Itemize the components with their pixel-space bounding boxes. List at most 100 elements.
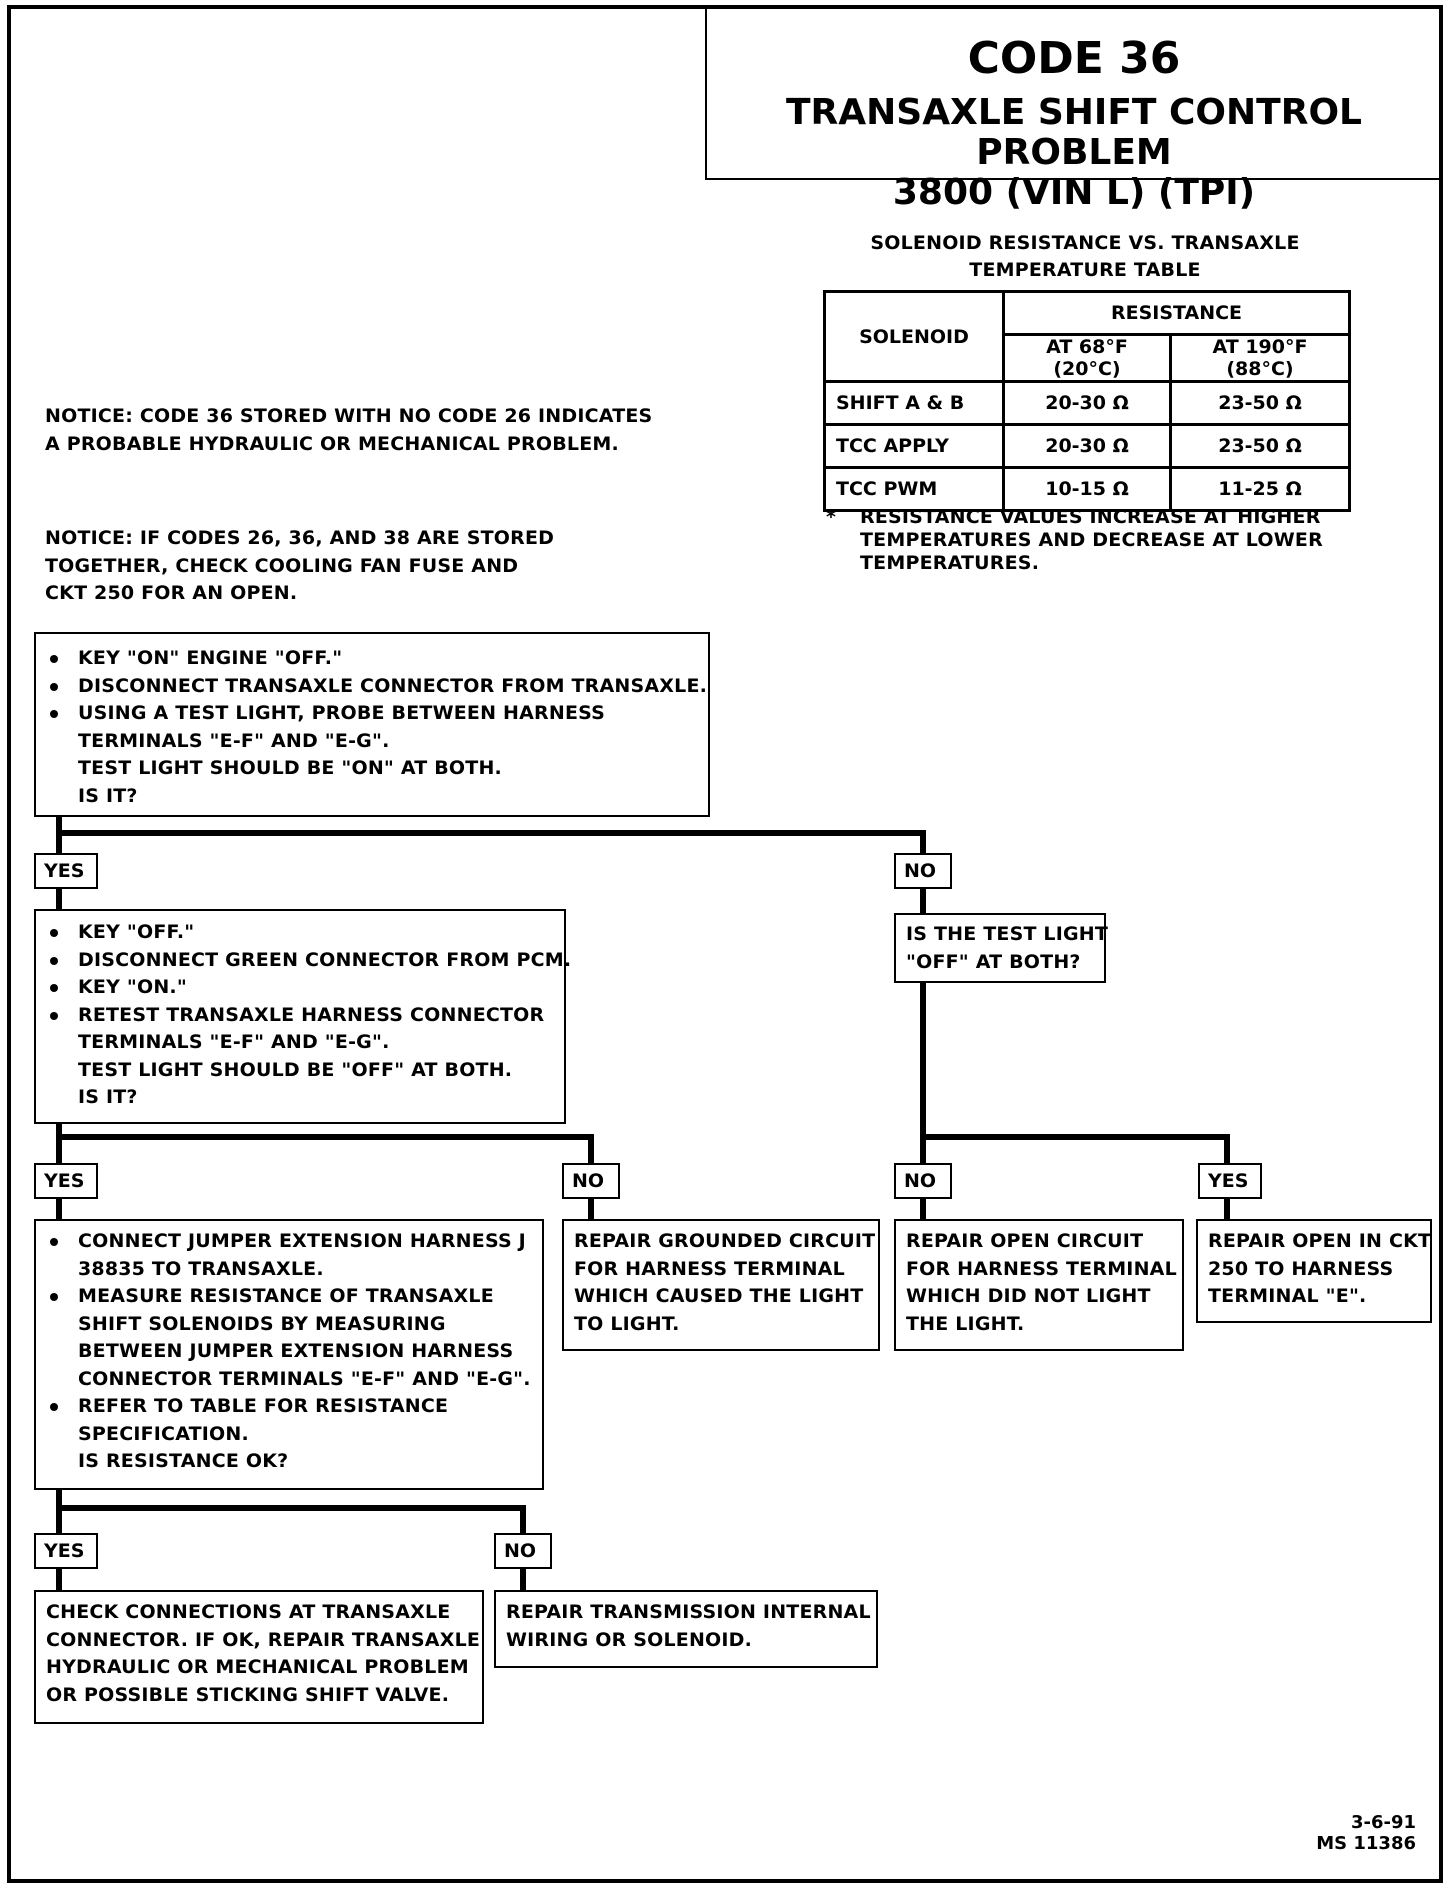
step1-bullet: USING A TEST LIGHT, PROBE BETWEEN HARNES… — [46, 700, 708, 728]
box-line: REPAIR GROUNDED CIRCUIT — [574, 1230, 876, 1252]
repair-open-box: REPAIR OPEN CIRCUIT FOR HARNESS TERMINAL… — [894, 1219, 1184, 1351]
table-row: TCC PWM 10-15 Ω 11-25 Ω — [823, 466, 1351, 512]
resistance-table: SOLENOID RESISTANCE AT 68°F (20°C) AT 19… — [823, 290, 1351, 512]
footer: 3-6-91 MS 11386 — [1316, 1812, 1416, 1854]
box-line: OR POSSIBLE STICKING SHIFT VALVE. — [46, 1683, 450, 1706]
footnote-mark: * — [826, 506, 837, 528]
table-cell: 11-25 Ω — [1169, 466, 1351, 512]
step3-question: IS RESISTANCE OK? — [78, 1450, 289, 1472]
code-title: CODE 36 — [967, 33, 1181, 84]
table-cell: 10-15 Ω — [1002, 466, 1172, 512]
yes-label: YES — [34, 853, 98, 889]
footnote-line: TEMPERATURES AND DECREASE AT LOWER — [860, 529, 1323, 551]
no-label: NO — [562, 1163, 620, 1199]
box-line: REPAIR TRANSMISSION INTERNAL — [506, 1601, 871, 1623]
connector-line — [1224, 1134, 1230, 1165]
footnote-line: RESISTANCE VALUES INCREASE AT HIGHER — [860, 506, 1321, 528]
table-cell: TCC PWM — [823, 466, 1005, 512]
footer-ref: MS 11386 — [1316, 1833, 1416, 1854]
table-header-resistance: RESISTANCE — [1002, 290, 1351, 336]
connector-line — [56, 1488, 62, 1536]
check-connections-box: CHECK CONNECTIONS AT TRANSAXLE CONNECTOR… — [34, 1590, 484, 1724]
notice-line: TOGETHER, CHECK COOLING FAN FUSE AND — [45, 554, 519, 577]
table-header-68: AT 68°F (20°C) — [1002, 333, 1172, 383]
box-line: REPAIR OPEN CIRCUIT — [906, 1230, 1144, 1252]
step3-box: CONNECT JUMPER EXTENSION HARNESS J 38835… — [34, 1219, 544, 1490]
step3-bullet: CONNECT JUMPER EXTENSION HARNESS J 38835… — [46, 1228, 542, 1283]
yes-label: YES — [34, 1533, 98, 1569]
table-row: SHIFT A & B 20-30 Ω 23-50 Ω — [823, 380, 1351, 426]
connector-line — [588, 1195, 594, 1221]
box-line: THE LIGHT. — [906, 1312, 1025, 1335]
page-border — [7, 5, 1443, 1883]
yes-label: YES — [34, 1163, 98, 1199]
table-caption: SOLENOID RESISTANCE VS. TRANSAXLE TEMPER… — [780, 230, 1390, 284]
page-title: TRANSAXLE SHIFT CONTROL PROBLEM — [786, 92, 1362, 173]
box-line: WHICH DID NOT LIGHT — [906, 1285, 1151, 1307]
connector-line — [920, 830, 926, 855]
step1-line: TEST LIGHT SHOULD BE "ON" AT BOTH. — [78, 757, 502, 779]
table-cell: 20-30 Ω — [1002, 423, 1172, 469]
step2-line: TEST LIGHT SHOULD BE "OFF" AT BOTH. — [78, 1058, 513, 1081]
box-line: WIRING OR SOLENOID. — [506, 1628, 753, 1651]
step3-bullet: MEASURE RESISTANCE OF TRANSAXLE SHIFT SO… — [46, 1283, 542, 1393]
step2-line: TERMINALS "E-F" AND "E-G". — [78, 1031, 390, 1053]
step3-text: 38835 TO TRANSAXLE. — [78, 1257, 324, 1280]
connector-line — [56, 1123, 62, 1165]
notice-line: CKT 250 FOR AN OPEN. — [45, 582, 298, 604]
step3-text: REFER TO TABLE FOR RESISTANCE — [78, 1395, 449, 1417]
step3-bullet: REFER TO TABLE FOR RESISTANCE SPECIFICAT… — [46, 1393, 542, 1448]
connector-line — [920, 980, 926, 1165]
repair-internal-box: REPAIR TRANSMISSION INTERNAL WIRING OR S… — [494, 1590, 878, 1668]
step3-text: SHIFT SOLENOIDS BY MEASURING — [78, 1312, 446, 1335]
connector-line — [56, 830, 926, 836]
box-line: FOR HARNESS TERMINAL — [574, 1257, 845, 1280]
step2-bullet: KEY "OFF." — [46, 919, 564, 947]
box-line: WHICH CAUSED THE LIGHT — [574, 1285, 864, 1307]
box-line: CHECK CONNECTIONS AT TRANSAXLE — [46, 1601, 451, 1623]
table-cell: 23-50 Ω — [1169, 423, 1351, 469]
connector-line — [1224, 1195, 1230, 1221]
repair-grounded-box: REPAIR GROUNDED CIRCUIT FOR HARNESS TERM… — [562, 1219, 880, 1351]
table-row: TCC APPLY 20-30 Ω 23-50 Ω — [823, 423, 1351, 469]
step1-line: TERMINALS "E-F" AND "E-G". — [78, 729, 390, 752]
step3-text: CONNECT JUMPER EXTENSION HARNESS J — [78, 1230, 526, 1252]
table-header-solenoid: SOLENOID — [823, 290, 1005, 383]
footer-date: 3-6-91 — [1350, 1812, 1416, 1833]
box-line: TERMINAL "E". — [1208, 1285, 1367, 1307]
connector-line — [56, 1134, 594, 1140]
connector-line — [920, 1134, 1230, 1140]
connector-line — [520, 1505, 526, 1536]
table-cell: TCC APPLY — [823, 423, 1005, 469]
connector-line — [56, 1566, 62, 1592]
notice-line: NOTICE: IF CODES 26, 36, AND 38 ARE STOR… — [45, 527, 555, 549]
step2-line: IS IT? — [78, 1086, 138, 1108]
table-cell: 20-30 Ω — [1002, 380, 1172, 426]
notice-line: A PROBABLE HYDRAULIC OR MECHANICAL PROBL… — [45, 432, 619, 455]
no-label: NO — [894, 853, 952, 889]
test-light-question-box: IS THE TEST LIGHT "OFF" AT BOTH? — [894, 913, 1109, 983]
table-header-190: AT 190°F (88°C) — [1169, 333, 1351, 383]
step3-text: MEASURE RESISTANCE OF TRANSAXLE — [78, 1285, 494, 1307]
connector-line — [56, 1505, 526, 1511]
box-line: CONNECTOR. IF OK, REPAIR TRANSAXLE — [46, 1628, 481, 1651]
connector-line — [56, 1195, 62, 1221]
repair-ckt250-box: REPAIR OPEN IN CKT 250 TO HARNESS TERMIN… — [1196, 1219, 1432, 1323]
table-caption-line: TEMPERATURE TABLE — [969, 259, 1201, 281]
step1-bullet: KEY "ON" ENGINE "OFF." — [46, 645, 708, 673]
step1-line: IS IT? — [78, 784, 138, 807]
box-line: HYDRAULIC OR MECHANICAL PROBLEM — [46, 1656, 469, 1678]
connector-line — [56, 885, 62, 911]
no-label: NO — [494, 1533, 552, 1569]
question-line: "OFF" AT BOTH? — [906, 950, 1081, 973]
step1-box: KEY "ON" ENGINE "OFF." DISCONNECT TRANSA… — [34, 632, 710, 817]
connector-line — [520, 1566, 526, 1592]
table-cell: 23-50 Ω — [1169, 380, 1351, 426]
question-line: IS THE TEST LIGHT — [906, 923, 1109, 945]
table-footnote: RESISTANCE VALUES INCREASE AT HIGHER TEM… — [860, 506, 1323, 575]
table-cell: SHIFT A & B — [823, 380, 1005, 426]
yes-label: YES — [1198, 1163, 1262, 1199]
connector-line — [920, 1195, 926, 1221]
step3-text: CONNECTOR TERMINALS "E-F" AND "E-G". — [78, 1367, 531, 1390]
step2-bullet: KEY "ON." — [46, 974, 564, 1002]
